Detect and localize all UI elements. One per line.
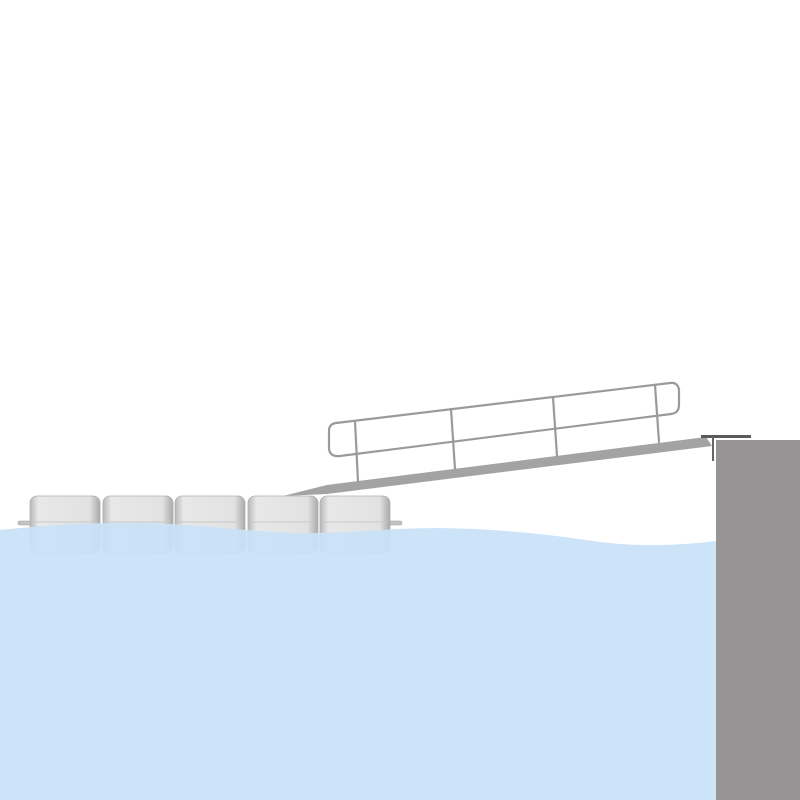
gangway-ramp <box>283 437 712 496</box>
gangway-railing <box>327 381 681 484</box>
hinge-leg <box>712 437 714 461</box>
hinge-plate <box>701 435 751 438</box>
quay-wall <box>716 440 800 800</box>
water <box>0 523 716 800</box>
